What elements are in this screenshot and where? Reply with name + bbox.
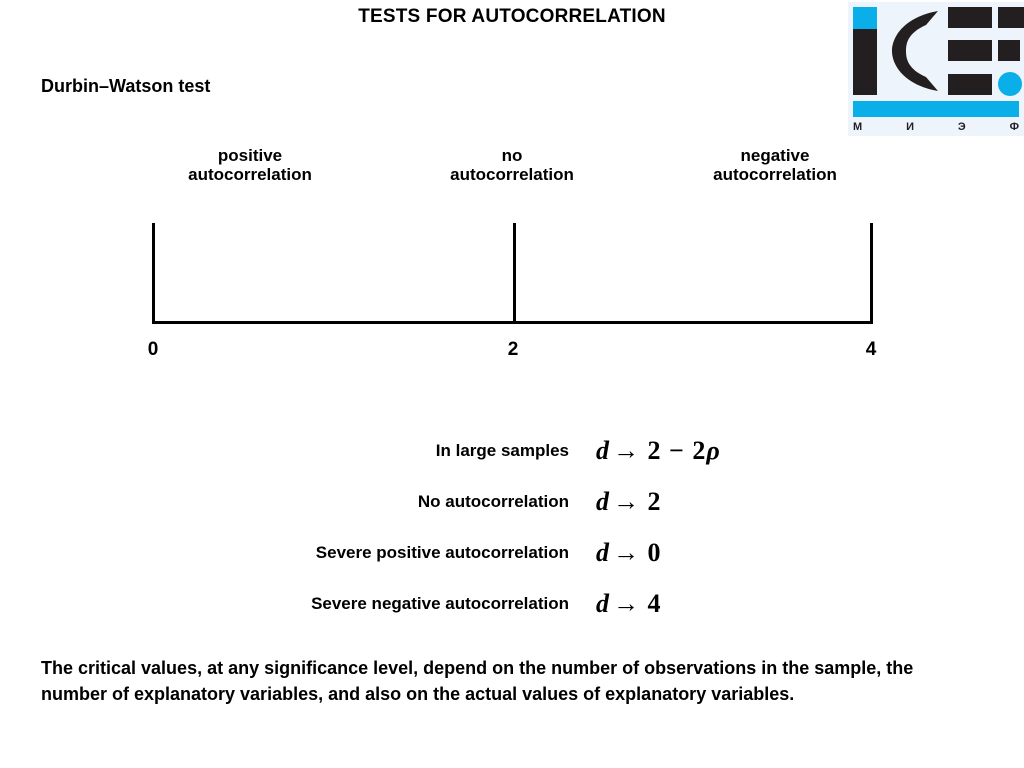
- formula-row: No autocorrelation d→ 2: [120, 476, 840, 527]
- logo-letter-e-bar-top-icon: [948, 7, 992, 28]
- icef-logo: М И Э Ф: [848, 2, 1024, 136]
- formula-row: Severe negative autocorrelation d→ 4: [120, 578, 840, 629]
- logo-cyrillic-letters: М И Э Ф: [853, 119, 1019, 135]
- formula-rho-symbol: ρ: [706, 435, 721, 465]
- formula-value: 2 − 2: [647, 435, 707, 465]
- logo-letter-e-bar-middle-icon: [948, 40, 992, 61]
- logo-letter-e-bar-bottom-icon: [948, 74, 992, 95]
- formula-label: Severe negative autocorrelation: [311, 593, 569, 613]
- formula-variable: d: [596, 588, 610, 618]
- formula-arrow-icon: →: [613, 537, 640, 567]
- footnote-text: The critical values, at any significance…: [41, 658, 914, 705]
- formula-row: Severe positive autocorrelation d→ 0: [120, 527, 840, 578]
- formula-variable: d: [596, 537, 610, 567]
- region-label-negative-line2: autocorrelation: [713, 165, 837, 185]
- page-title: TESTS FOR AUTOCORRELATION: [358, 6, 666, 27]
- formula-arrow-icon: →: [613, 435, 640, 465]
- region-label-none-line1: no: [501, 146, 523, 165]
- section-heading: Durbin–Watson test: [41, 76, 211, 96]
- formula-expression: d→ 4: [596, 589, 662, 619]
- formula-expression: d→ 2 − 2ρ: [596, 436, 721, 466]
- axis-tick-0: [152, 223, 155, 322]
- durbin-watson-scale: 0 2 4: [140, 215, 885, 370]
- formula-arrow-icon: →: [613, 588, 640, 618]
- axis-value-2: 2: [507, 339, 519, 360]
- region-label-negative: negative autocorrelation: [660, 146, 890, 184]
- region-label-positive-line2: autocorrelation: [188, 165, 312, 185]
- logo-letter-i: И: [906, 121, 914, 133]
- logo-letter-f-square-icon: [998, 40, 1020, 61]
- formula-expression: d→ 0: [596, 538, 662, 568]
- axis-tick-2: [513, 223, 516, 322]
- formula-list: In large samples d→ 2 − 2ρ No autocorrel…: [120, 425, 840, 629]
- formula-label: No autocorrelation: [417, 491, 569, 511]
- logo-letter-c-icon: [892, 11, 938, 91]
- axis-baseline: [152, 321, 873, 324]
- region-label-none: no autocorrelation: [397, 146, 627, 184]
- formula-label: In large samples: [435, 440, 569, 460]
- logo-letter-f-bar-icon: [998, 7, 1024, 28]
- formula-label: Severe positive autocorrelation: [315, 542, 569, 562]
- axis-value-0: 0: [147, 339, 159, 360]
- formula-value: 2: [647, 486, 662, 516]
- formula-value: 4: [647, 588, 662, 618]
- formula-variable: d: [596, 486, 610, 516]
- logo-blue-strip: [853, 101, 1019, 117]
- logo-letter-f: Ф: [1009, 121, 1019, 133]
- formula-row: In large samples d→ 2 − 2ρ: [120, 425, 840, 476]
- axis-value-4: 4: [865, 339, 877, 360]
- formula-variable: d: [596, 435, 610, 465]
- formula-arrow-icon: →: [613, 486, 640, 516]
- region-label-negative-line1: negative: [740, 146, 810, 165]
- region-label-none-line2: autocorrelation: [450, 165, 574, 185]
- axis-tick-4: [870, 223, 873, 322]
- formula-value: 0: [647, 537, 662, 567]
- formula-expression: d→ 2: [596, 487, 662, 517]
- logo-dot-icon: [998, 72, 1022, 96]
- logo-letter-m: М: [853, 121, 863, 133]
- logo-letter-i-stem-icon: [853, 29, 877, 95]
- logo-marks: [848, 2, 1024, 136]
- logo-letter-e: Э: [957, 121, 966, 133]
- region-label-positive: positive autocorrelation: [135, 146, 365, 184]
- logo-letter-i-cap-icon: [853, 7, 877, 29]
- region-label-positive-line1: positive: [217, 146, 283, 165]
